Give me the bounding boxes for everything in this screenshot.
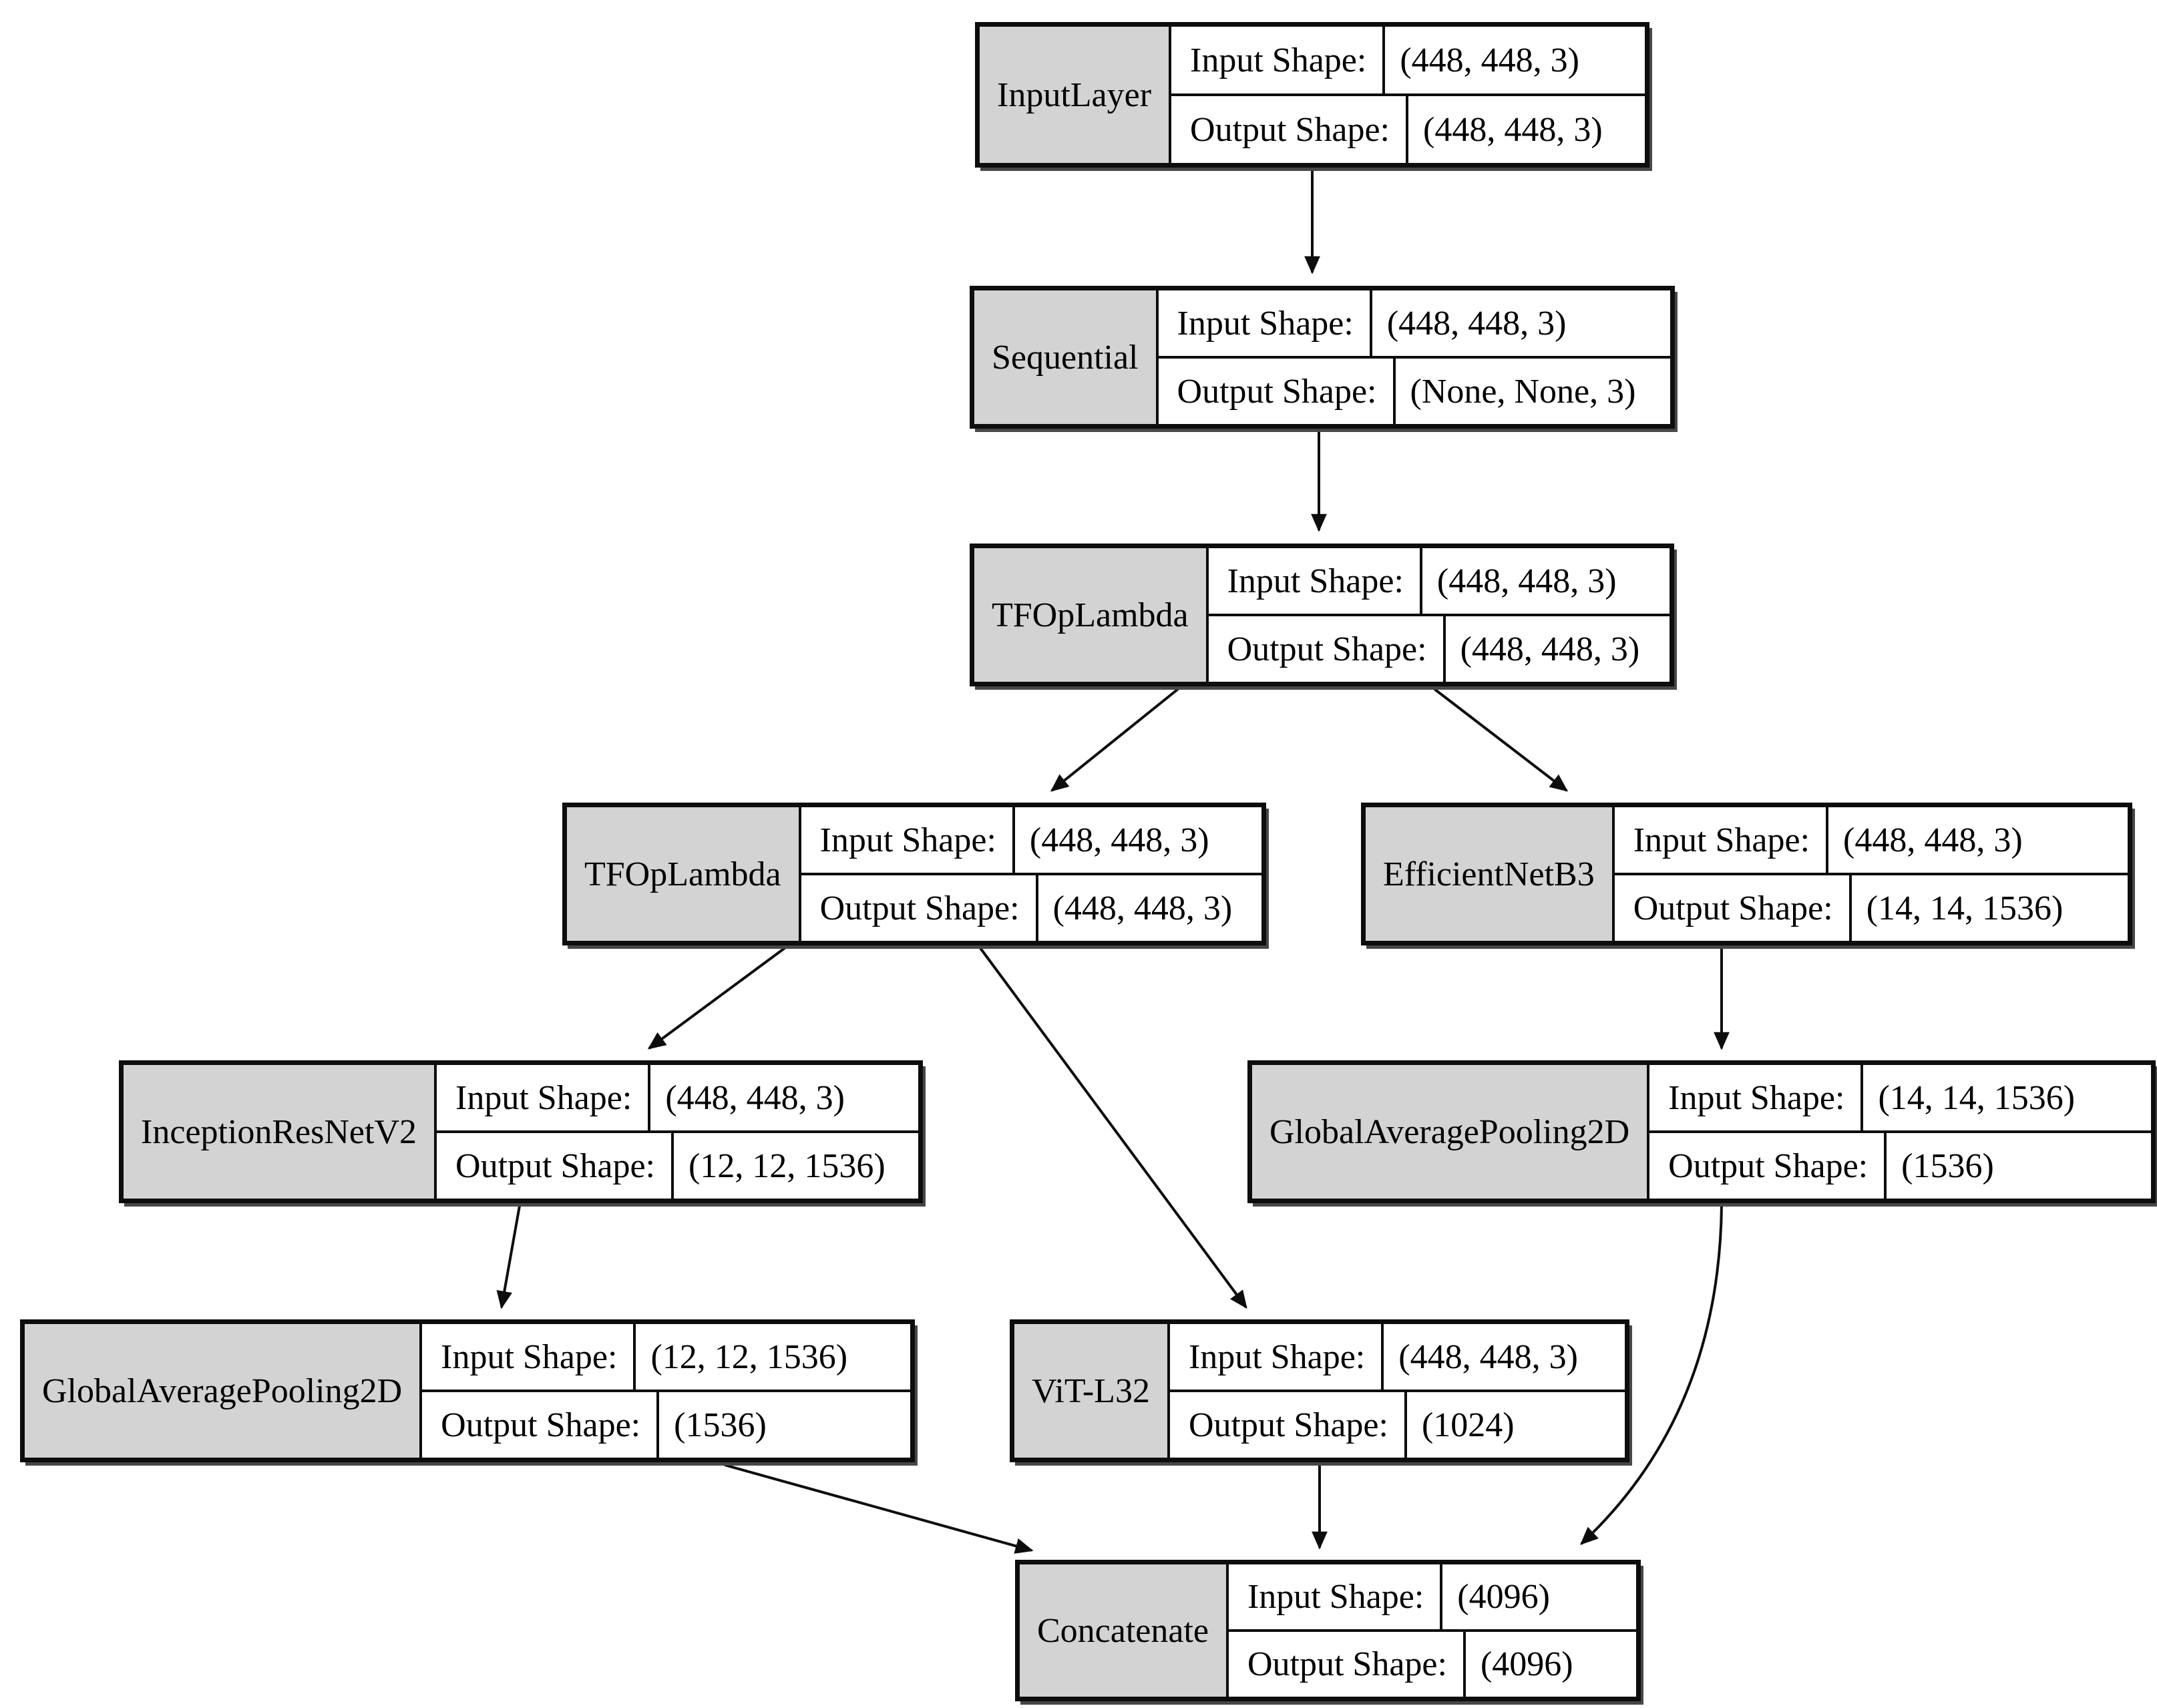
node-tfoplambda-2: TFOpLambda Input Shape: (448, 448, 3) Ou… — [562, 803, 1266, 945]
layer-name-cell: InputLayer — [980, 27, 1172, 163]
input-shape-row: Input Shape: (4096) — [1228, 1564, 1636, 1632]
output-shape-row: Output Shape: (448, 448, 3) — [1208, 616, 1670, 682]
output-shape-row: Output Shape: (448, 448, 3) — [801, 875, 1261, 941]
edge-tfoplambda2-to-vit-l32 — [979, 947, 1247, 1309]
shape-rows: Input Shape: (448, 448, 3) Output Shape:… — [1614, 807, 2128, 941]
output-shape-value: (12, 12, 1536) — [674, 1133, 918, 1199]
input-shape-row: Input Shape: (448, 448, 3) — [1158, 290, 1670, 359]
node-globalaveragepooling2d-right: GlobalAveragePooling2D Input Shape: (14,… — [1247, 1060, 2156, 1203]
input-shape-row: Input Shape: (448, 448, 3) — [1614, 807, 2128, 875]
output-shape-value: (14, 14, 1536) — [1851, 875, 2128, 941]
input-shape-value: (448, 448, 3) — [1372, 290, 1670, 356]
input-shape-row: Input Shape: (448, 448, 3) — [1169, 1324, 1625, 1392]
output-shape-value: (1024) — [1406, 1392, 1625, 1458]
input-shape-label: Input Shape: — [1614, 807, 1829, 873]
input-shape-label: Input Shape: — [437, 1065, 651, 1130]
input-shape-row: Input Shape: (448, 448, 3) — [1171, 27, 1645, 96]
output-shape-row: Output Shape: (14, 14, 1536) — [1614, 875, 2128, 941]
edge-gap2d-left-to-concatenate — [724, 1464, 1034, 1554]
input-shape-value: (12, 12, 1536) — [636, 1324, 910, 1390]
input-shape-label: Input Shape: — [422, 1324, 636, 1390]
layer-name-cell: EfficientNetB3 — [1366, 807, 1615, 941]
output-shape-value: (4096) — [1465, 1632, 1636, 1697]
node-efficientnetb3: EfficientNetB3 Input Shape: (448, 448, 3… — [1361, 803, 2132, 945]
input-shape-row: Input Shape: (448, 448, 3) — [801, 807, 1261, 875]
output-shape-value: (448, 448, 3) — [1445, 616, 1670, 682]
shape-rows: Input Shape: (14, 14, 1536) Output Shape… — [1649, 1065, 2151, 1199]
input-shape-label: Input Shape: — [1649, 1065, 1864, 1130]
layer-name-cell: TFOpLambda — [567, 807, 801, 941]
edge-tfoplambda1-to-tfoplambda2 — [1050, 688, 1179, 792]
output-shape-label: Output Shape: — [1169, 1392, 1407, 1458]
output-shape-value: (448, 448, 3) — [1408, 96, 1645, 163]
output-shape-value: (1536) — [1887, 1133, 2151, 1199]
input-shape-label: Input Shape: — [1169, 1324, 1384, 1390]
input-shape-value: (14, 14, 1536) — [1863, 1065, 2151, 1130]
edge-tfoplambda1-to-efficientnetb3 — [1433, 688, 1569, 792]
shape-rows: Input Shape: (448, 448, 3) Output Shape:… — [437, 1065, 918, 1199]
shape-rows: Input Shape: (448, 448, 3) Output Shape:… — [1158, 290, 1670, 424]
output-shape-row: Output Shape: (1024) — [1169, 1392, 1625, 1458]
input-shape-value: (448, 448, 3) — [1385, 27, 1645, 93]
layer-name-cell: GlobalAveragePooling2D — [1252, 1065, 1650, 1199]
shape-rows: Input Shape: (448, 448, 3) Output Shape:… — [1208, 548, 1670, 682]
shape-rows: Input Shape: (448, 448, 3) Output Shape:… — [1171, 27, 1645, 163]
input-shape-value: (448, 448, 3) — [650, 1065, 918, 1130]
input-shape-row: Input Shape: (448, 448, 3) — [1208, 548, 1670, 616]
output-shape-row: Output Shape: (1536) — [422, 1392, 910, 1458]
output-shape-row: Output Shape: (1536) — [1649, 1133, 2151, 1199]
output-shape-value: (None, None, 3) — [1395, 359, 1670, 424]
node-vit-l32: ViT-L32 Input Shape: (448, 448, 3) Outpu… — [1010, 1319, 1629, 1462]
output-shape-label: Output Shape: — [1158, 359, 1396, 424]
input-shape-row: Input Shape: (12, 12, 1536) — [422, 1324, 910, 1392]
node-inputlayer: InputLayer Input Shape: (448, 448, 3) Ou… — [975, 22, 1649, 168]
node-inceptionresnetv2: InceptionResNetV2 Input Shape: (448, 448… — [119, 1060, 923, 1203]
output-shape-label: Output Shape: — [1614, 875, 1852, 941]
layer-name-cell: Sequential — [974, 290, 1159, 424]
layer-name-cell: GlobalAveragePooling2D — [25, 1324, 423, 1458]
output-shape-label: Output Shape: — [1228, 1632, 1466, 1697]
output-shape-label: Output Shape: — [437, 1133, 674, 1199]
output-shape-row: Output Shape: (None, None, 3) — [1158, 359, 1670, 424]
layer-name-cell: Concatenate — [1020, 1564, 1229, 1697]
node-concatenate: Concatenate Input Shape: (4096) Output S… — [1015, 1560, 1641, 1701]
layer-name-cell: TFOpLambda — [974, 548, 1209, 682]
input-shape-value: (4096) — [1442, 1564, 1636, 1629]
output-shape-value: (448, 448, 3) — [1038, 875, 1261, 941]
shape-rows: Input Shape: (448, 448, 3) Output Shape:… — [801, 807, 1261, 941]
edge-tfoplambda2-to-inceptionresnetv2 — [647, 947, 786, 1050]
output-shape-label: Output Shape: — [1649, 1133, 1887, 1199]
input-shape-label: Input Shape: — [1171, 27, 1386, 93]
input-shape-row: Input Shape: (14, 14, 1536) — [1649, 1065, 2151, 1133]
output-shape-label: Output Shape: — [1208, 616, 1446, 682]
node-tfoplambda-1: TFOpLambda Input Shape: (448, 448, 3) Ou… — [970, 544, 1674, 686]
output-shape-row: Output Shape: (4096) — [1228, 1632, 1636, 1697]
input-shape-value: (448, 448, 3) — [1422, 548, 1670, 614]
input-shape-label: Input Shape: — [1158, 290, 1372, 356]
shape-rows: Input Shape: (12, 12, 1536) Output Shape… — [422, 1324, 910, 1458]
output-shape-value: (1536) — [659, 1392, 910, 1458]
shape-rows: Input Shape: (4096) Output Shape: (4096) — [1228, 1564, 1636, 1697]
output-shape-label: Output Shape: — [422, 1392, 660, 1458]
layer-name-cell: ViT-L32 — [1014, 1324, 1170, 1458]
input-shape-value: (448, 448, 3) — [1828, 807, 2128, 873]
node-globalaveragepooling2d-left: GlobalAveragePooling2D Input Shape: (12,… — [20, 1319, 915, 1462]
output-shape-label: Output Shape: — [801, 875, 1038, 941]
input-shape-row: Input Shape: (448, 448, 3) — [437, 1065, 918, 1133]
input-shape-label: Input Shape: — [1208, 548, 1422, 614]
input-shape-label: Input Shape: — [801, 807, 1015, 873]
output-shape-label: Output Shape: — [1171, 96, 1408, 163]
node-sequential: Sequential Input Shape: (448, 448, 3) Ou… — [970, 286, 1675, 429]
output-shape-row: Output Shape: (12, 12, 1536) — [437, 1133, 918, 1199]
input-shape-value: (448, 448, 3) — [1014, 807, 1261, 873]
input-shape-label: Input Shape: — [1228, 1564, 1443, 1629]
layer-name-cell: InceptionResNetV2 — [124, 1065, 437, 1199]
output-shape-row: Output Shape: (448, 448, 3) — [1171, 96, 1645, 163]
shape-rows: Input Shape: (448, 448, 3) Output Shape:… — [1169, 1324, 1625, 1458]
edge-inceptionresnetv2-to-gap2d-left — [496, 1205, 521, 1309]
input-shape-value: (448, 448, 3) — [1384, 1324, 1625, 1390]
